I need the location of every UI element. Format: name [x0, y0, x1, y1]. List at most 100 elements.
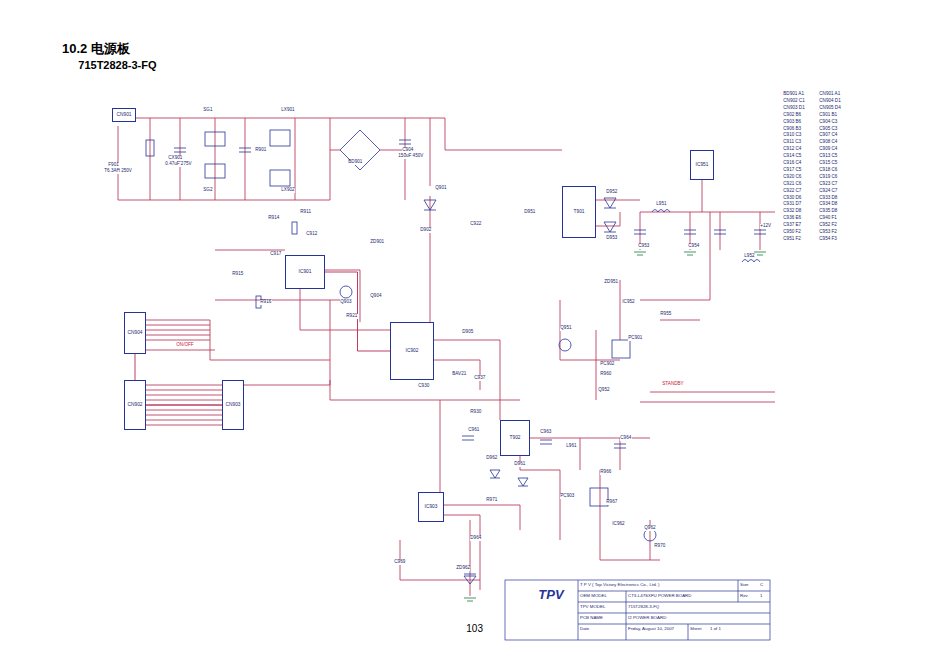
- part-location: C908 C4: [819, 140, 838, 145]
- part-label: SG2: [203, 188, 213, 193]
- part-location: C950 F2: [783, 230, 801, 235]
- table-cell: C: [760, 583, 763, 587]
- part-location: BD901 A1: [783, 92, 804, 97]
- ic-box: IC901: [285, 255, 325, 289]
- wire-path: [325, 272, 390, 351]
- wire-path: [146, 405, 222, 406]
- part-location: C951 F2: [783, 237, 801, 242]
- part-label: PC902: [600, 362, 615, 367]
- part-location: C901 B1: [819, 113, 837, 118]
- part-label: ZD951: [604, 280, 618, 285]
- part-location: C923 C7: [819, 182, 838, 187]
- part-label: PC901: [628, 336, 643, 341]
- part-label: C969: [394, 560, 406, 565]
- part-location: C931 D7: [783, 202, 802, 207]
- wire-connector: [325, 272, 390, 351]
- page-title: 10.2 电源板: [62, 42, 130, 56]
- table-cell: Friday, August 10, 2007: [628, 627, 674, 631]
- part-location: C932 D8: [783, 209, 802, 214]
- part-label: D952: [606, 190, 618, 195]
- part-label: T6.3AH 250V: [104, 169, 132, 174]
- part-label: Q903: [340, 300, 352, 305]
- part-reference: CN902: [128, 402, 143, 408]
- part-location: CN901 A1: [819, 92, 841, 97]
- board-number: 715T2828-3-FQ: [78, 60, 157, 71]
- part-label: R955: [660, 312, 672, 317]
- table-cell: 715T2828-3-FQ: [628, 605, 659, 609]
- part-label: IC962: [612, 522, 625, 527]
- part-label: C917: [270, 252, 282, 257]
- part-label: Q904: [370, 294, 382, 299]
- connector-box: CN904: [124, 312, 146, 354]
- signal-name: ON/OFF: [176, 343, 194, 348]
- part-location: C917 C5: [783, 168, 802, 173]
- part-location: C918 C6: [819, 168, 838, 173]
- part-label: LX901: [281, 108, 295, 113]
- part-label: D951: [524, 210, 536, 215]
- part-location: C915 C5: [819, 161, 838, 166]
- table-cell: CT3-L47SXFU POWER BOARD: [628, 594, 691, 598]
- part-location: C905 C3: [819, 127, 838, 132]
- part-label: L952: [744, 254, 755, 259]
- part-location: C903 B6: [783, 120, 801, 125]
- part-label: IC952: [622, 300, 635, 305]
- part-label: C937: [474, 376, 486, 381]
- part-label: C930: [418, 384, 430, 389]
- part-label: D962: [486, 456, 498, 461]
- part-location: C906 B3: [783, 127, 801, 132]
- part-location: C902 B6: [783, 113, 801, 118]
- part-location: CN904 D1: [819, 99, 841, 104]
- part-location: C920 C6: [783, 175, 802, 180]
- part-label: Q952: [598, 388, 610, 393]
- part-location: C936 E6: [783, 216, 801, 221]
- part-reference: IC951: [696, 162, 709, 168]
- part-label: R967: [606, 500, 618, 505]
- table-cell: TPV MODEL: [580, 605, 605, 609]
- ic-box: IC902: [390, 322, 434, 380]
- part-location: C922 C7: [783, 189, 802, 194]
- part-reference: CN903: [226, 402, 241, 408]
- part-label: 0.47uF 275V: [165, 162, 192, 167]
- part-label: R930: [470, 410, 482, 415]
- part-location: C910 C3: [783, 133, 802, 138]
- part-label: ZD901: [370, 240, 384, 245]
- table-cell: 1: [760, 594, 762, 598]
- part-label: R916: [260, 300, 272, 305]
- part-location: C935 D8: [819, 209, 838, 214]
- connector-box: CN903: [222, 380, 244, 430]
- part-label: C904: [402, 148, 414, 153]
- table-cell: Rev: [740, 594, 748, 598]
- part-label: D964: [470, 536, 482, 541]
- part-label: Q901: [435, 186, 447, 191]
- part-location: CN902 C1: [783, 99, 805, 104]
- table-cell: OEM MODEL: [580, 594, 607, 598]
- part-label: R966: [600, 470, 612, 475]
- ic-box: IC951: [690, 150, 714, 180]
- part-label: C922: [470, 222, 482, 227]
- part-label: BAV21: [452, 372, 467, 377]
- page-number: 103: [466, 624, 483, 634]
- part-location: C921 C6: [783, 182, 802, 187]
- part-label: Q962: [644, 526, 656, 531]
- part-label: 150uF 450V: [398, 154, 424, 159]
- part-label: CX901: [168, 156, 183, 161]
- table-cell: PCB NAME: [580, 616, 603, 620]
- wire-path: [135, 354, 136, 380]
- part-label: C964: [620, 436, 632, 441]
- part-label: D902: [420, 228, 432, 233]
- table-cell: Size: [740, 583, 749, 587]
- part-label: R970: [654, 544, 666, 549]
- table-cell: I2 POWER BOARD: [628, 616, 666, 620]
- part-label: R915: [232, 272, 244, 277]
- part-reference: IC901: [299, 269, 312, 275]
- part-location: C914 C5: [783, 154, 802, 159]
- part-location: C933 D8: [819, 196, 838, 201]
- connector-box: CN902: [124, 380, 146, 430]
- part-location: C930 D6: [783, 196, 802, 201]
- part-label: R960: [600, 372, 612, 377]
- signal-name: STANDBY: [662, 382, 684, 387]
- part-location: C937 E7: [783, 223, 801, 228]
- ic-box: IC903: [418, 492, 444, 522]
- part-location: C919 C6: [819, 175, 838, 180]
- part-label: R914: [268, 216, 280, 221]
